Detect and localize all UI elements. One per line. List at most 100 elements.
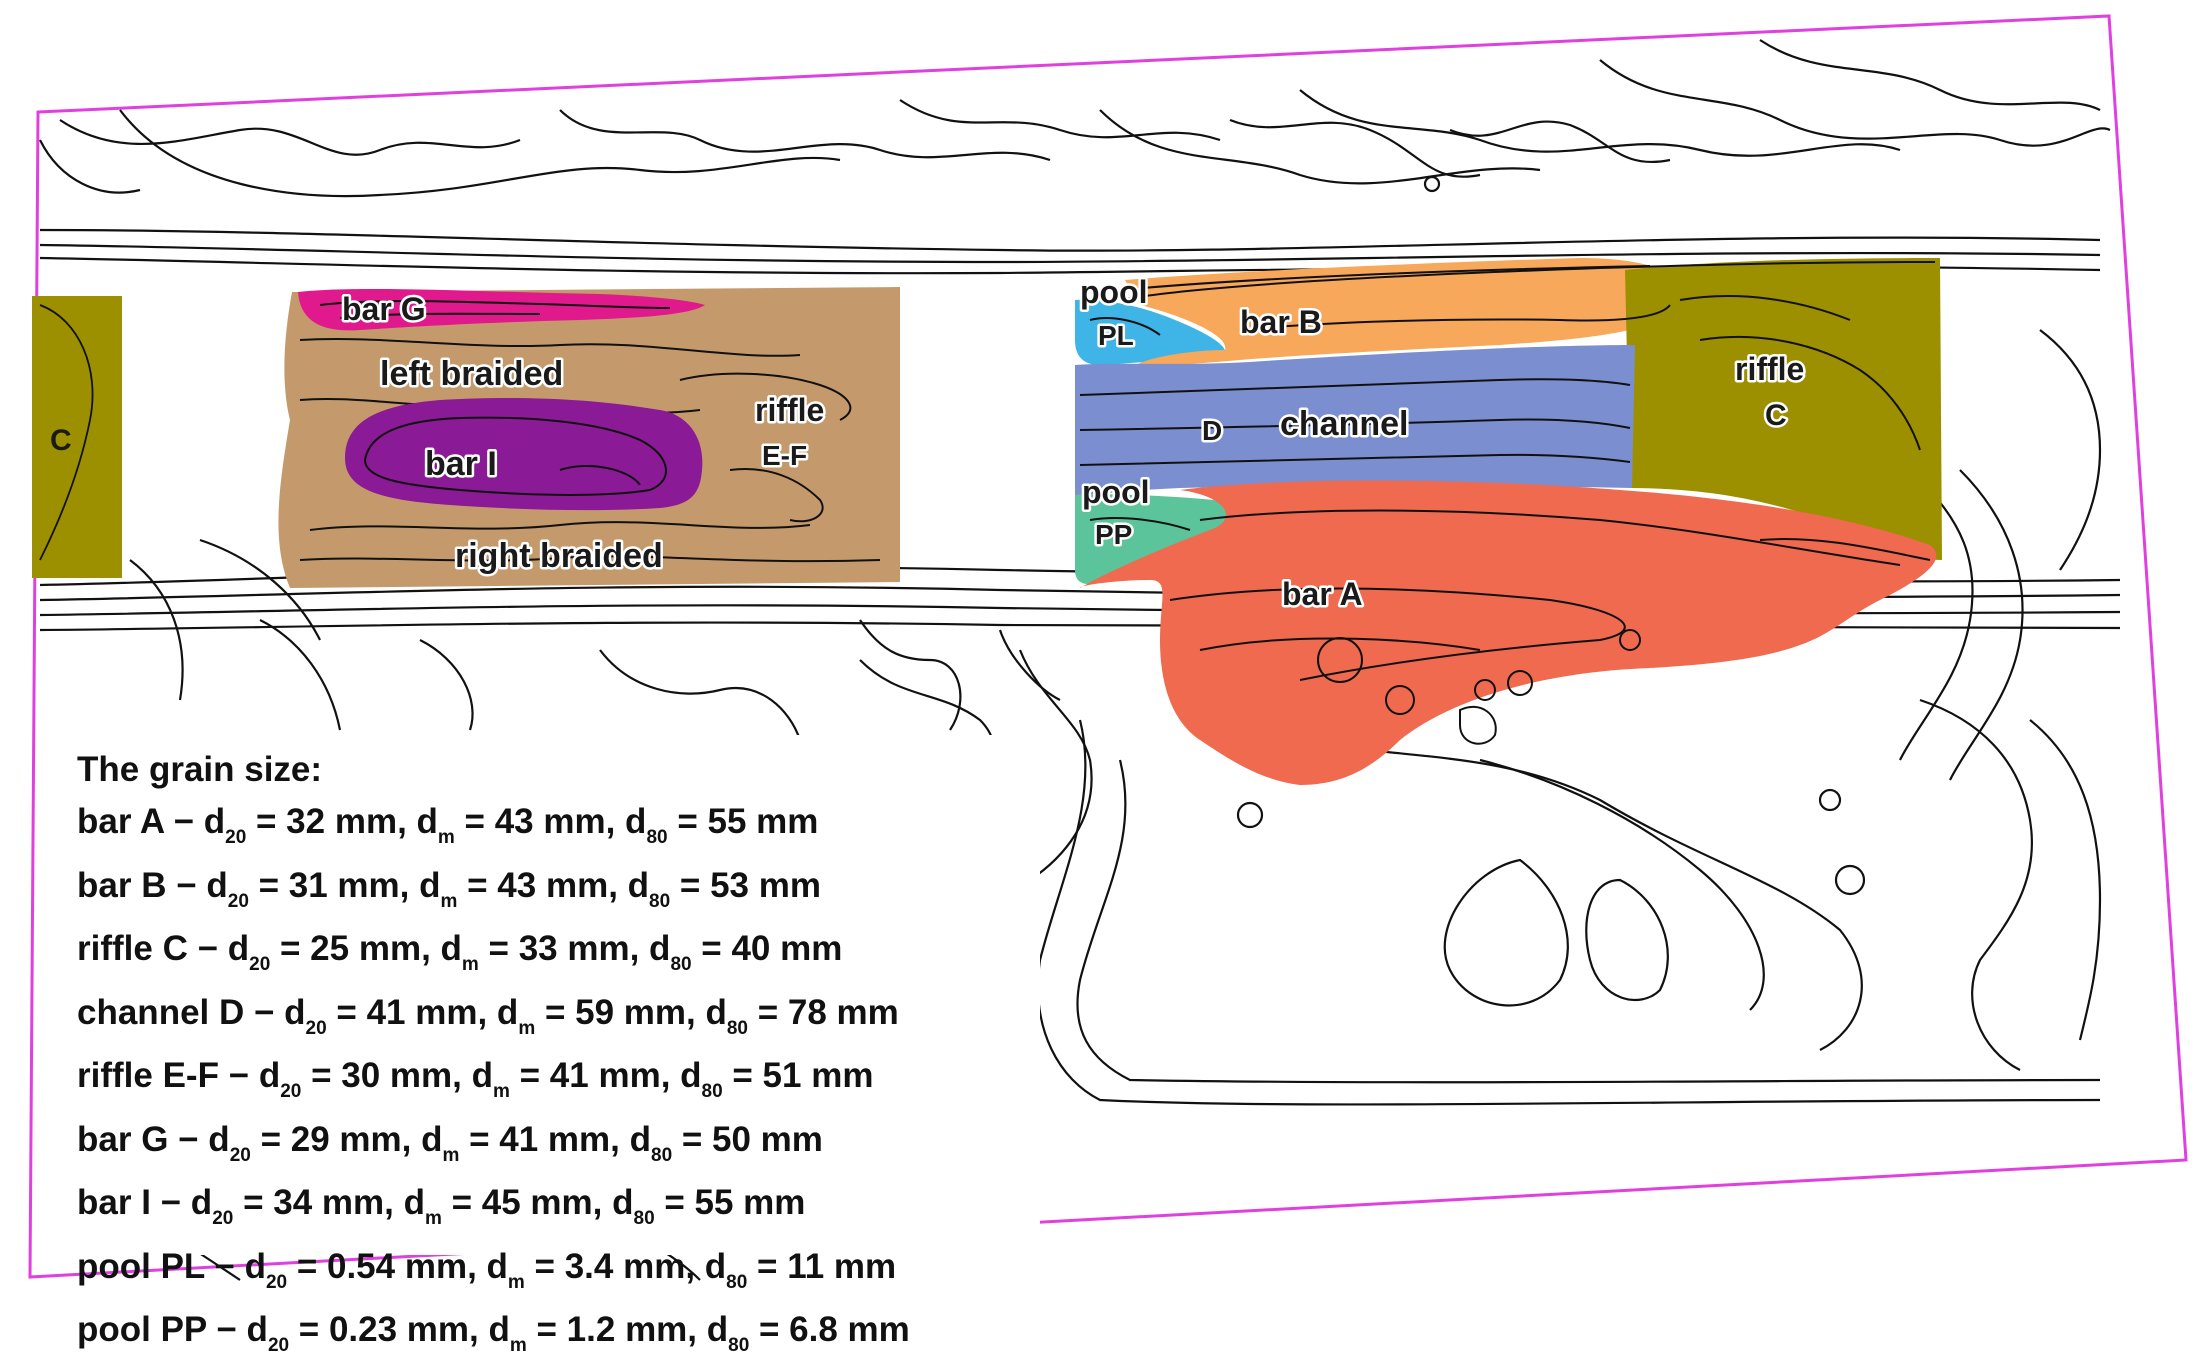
legend-d80-value: = 78 mm [747,992,899,1032]
subscript: 20 [265,1271,288,1293]
subscript: 20 [280,1081,302,1102]
legend-dm-value: = 43 mm, d [454,802,647,841]
legend-zone-name: bar B [77,865,167,905]
grain-size-legend: The grain size: bar A − d20 = 32 mm, dm … [60,735,1040,1356]
pool-pl-label-line2: PL [1098,320,1134,351]
subscript: m [424,1208,442,1229]
legend-zone-name: riffle C [77,929,188,968]
legend-title: The grain size: [77,750,323,789]
legend-row: riffle E-F − d20 = 30 mm, dm = 41 mm, d8… [77,1052,1040,1116]
right-reach-contours [1079,261,1936,745]
legend-row: bar B − d20 = 31 mm, dm = 43 mm, d80 = 5… [77,862,1040,926]
legend-row: bar A − d20 = 32 mm, dm = 43 mm, d80 = 5… [77,798,1040,862]
subscript: 80 [728,1335,750,1356]
subscript: 80 [633,1208,655,1229]
subscript: m [509,1335,527,1356]
subscript: 80 [651,1144,673,1166]
riffle-c-left-contours [39,304,94,561]
legend-row: pool PP − d20 = 0.23 mm, dm = 1.2 mm, d8… [77,1306,1040,1370]
subscript: 80 [649,890,671,912]
legend-d20-value: = 41 mm, d [326,992,519,1032]
channel-d-zone [1075,345,1635,495]
subscript: 80 [646,827,668,848]
subscript: 80 [726,1271,748,1293]
subscript: 20 [229,1144,251,1166]
legend-d80-value: = 40 mm [691,929,843,968]
legend-dm-value: = 41 mm, d [459,1119,651,1159]
legend-zone-name: riffle E-F [77,1056,219,1095]
bar-b-zone [1125,258,1683,368]
legend-row: bar G − d20 = 29 mm, dm = 41 mm, d80 = 5… [77,1116,1040,1180]
legend-d20-value: = 25 mm, d [270,929,462,968]
legend-row: bar I − d20 = 34 mm, dm = 45 mm, d80 = 5… [77,1179,1040,1243]
legend-text: − d [187,929,250,968]
subscript: m [493,1081,510,1102]
bar-b-label: bar B [1240,304,1322,340]
legend-row: pool PL − d20 = 0.54 mm, dm = 3.4 mm, d8… [77,1243,1040,1307]
channel-label: channel [1280,405,1408,443]
pool-pp-label-line1: pool [1082,474,1150,510]
legend-d20-value: = 0.23 mm, d [289,1310,510,1349]
riffle-c-right-label-line1: riffle [1735,351,1804,387]
legend-dm-value: = 41 mm, d [509,1056,702,1095]
legend-dm-value: = 3.4 mm, d [524,1246,727,1286]
bar-g-zone [298,288,705,331]
bar-i-zone [345,398,703,511]
riffle-c-left-label: C [50,424,72,457]
legend-zone-name: bar A [77,802,164,841]
right-braided-label: right braided [455,537,663,575]
bar-i-label: bar I [425,445,497,483]
pool-pl-label-line1: pool [1080,274,1148,310]
legend-d20-value: = 34 mm, d [233,1183,425,1222]
bar-g-contours [319,300,671,319]
legend-d80-value: = 50 mm [672,1119,823,1159]
subscript: 20 [212,1208,234,1229]
legend-text: − d [163,802,226,841]
subscript: m [507,1271,525,1293]
pool-pl-zone [1075,299,1226,366]
legend-row: riffle C − d20 = 25 mm, dm = 33 mm, d80 … [77,925,1040,989]
legend-d20-value: = 32 mm, d [246,802,438,841]
left-braided-label: left braided [380,355,563,393]
subscript: 20 [249,954,271,975]
legend-d20-value: = 30 mm, d [301,1056,493,1095]
legend-text: − d [168,1119,230,1159]
subscript: 80 [726,1017,748,1039]
subscript: 20 [305,1017,327,1039]
legend-d80-value: = 55 mm [667,802,819,841]
subscript: m [437,827,455,848]
subscript: m [440,890,458,912]
legend-text: − d [204,1246,266,1286]
legend-dm-value: = 59 mm, d [535,992,727,1032]
legend-text: − d [150,1183,213,1222]
legend-zone-name: bar G [77,1119,169,1159]
subscript: m [442,1144,460,1166]
pool-pp-zone [1075,494,1235,585]
bar-a-zone [1080,480,1937,785]
legend-d20-value: = 29 mm, d [250,1119,443,1159]
subscript: 20 [267,1335,290,1356]
legend-rows: bar A − d20 = 32 mm, dm = 43 mm, d80 = 5… [60,798,1040,1370]
legend-d20-value: = 0.54 mm, d [287,1246,508,1286]
legend-text: − d [218,1056,281,1095]
bar-a-label: bar A [1282,576,1363,612]
subscript: m [461,954,479,975]
legend-text: − d [166,865,228,905]
riffle-ef-label-line1: riffle [755,392,824,428]
legend-d80-value: = 51 mm [722,1056,874,1095]
legend-zone-name: channel D [77,992,245,1032]
subscript: 20 [225,827,247,848]
bar-i-contours [363,416,667,496]
legend-d80-value: = 55 mm [654,1183,806,1222]
riffle-c-right-zone [1625,258,1942,560]
bar-g-label: bar G [342,291,426,327]
legend-dm-value: = 43 mm, d [457,865,650,905]
riffle-ef-label-line2: E-F [762,440,807,471]
riffle-c-right-label-line2: C [1765,399,1787,432]
legend-dm-value: = 33 mm, d [478,929,671,968]
legend-text: − d [244,992,306,1032]
legend-zone-name: pool PL [77,1246,205,1286]
subscript: 80 [701,1081,723,1102]
legend-text: − d [206,1310,268,1349]
legend-d80-value: = 6.8 mm [749,1310,910,1349]
